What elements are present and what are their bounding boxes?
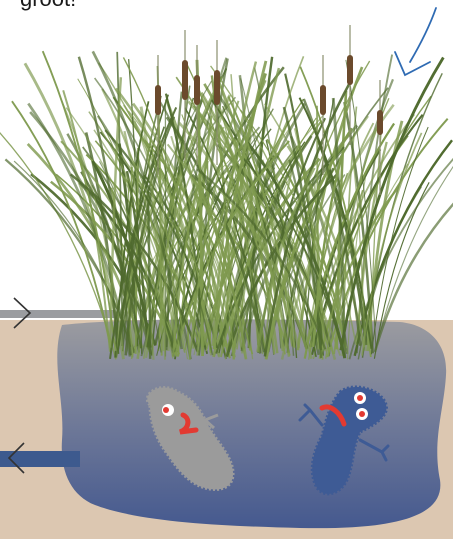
cattail-head bbox=[155, 85, 161, 115]
cattail-head bbox=[194, 75, 200, 105]
cattail-head bbox=[347, 55, 353, 85]
cattail-head bbox=[182, 60, 188, 100]
cattail-head bbox=[377, 110, 383, 135]
cattail-head bbox=[320, 85, 326, 115]
outflow-pipe bbox=[0, 451, 80, 467]
hand-drawn-arrow-icon bbox=[395, 8, 436, 75]
inflow-pipe bbox=[0, 310, 115, 318]
cattail-head bbox=[214, 70, 220, 105]
